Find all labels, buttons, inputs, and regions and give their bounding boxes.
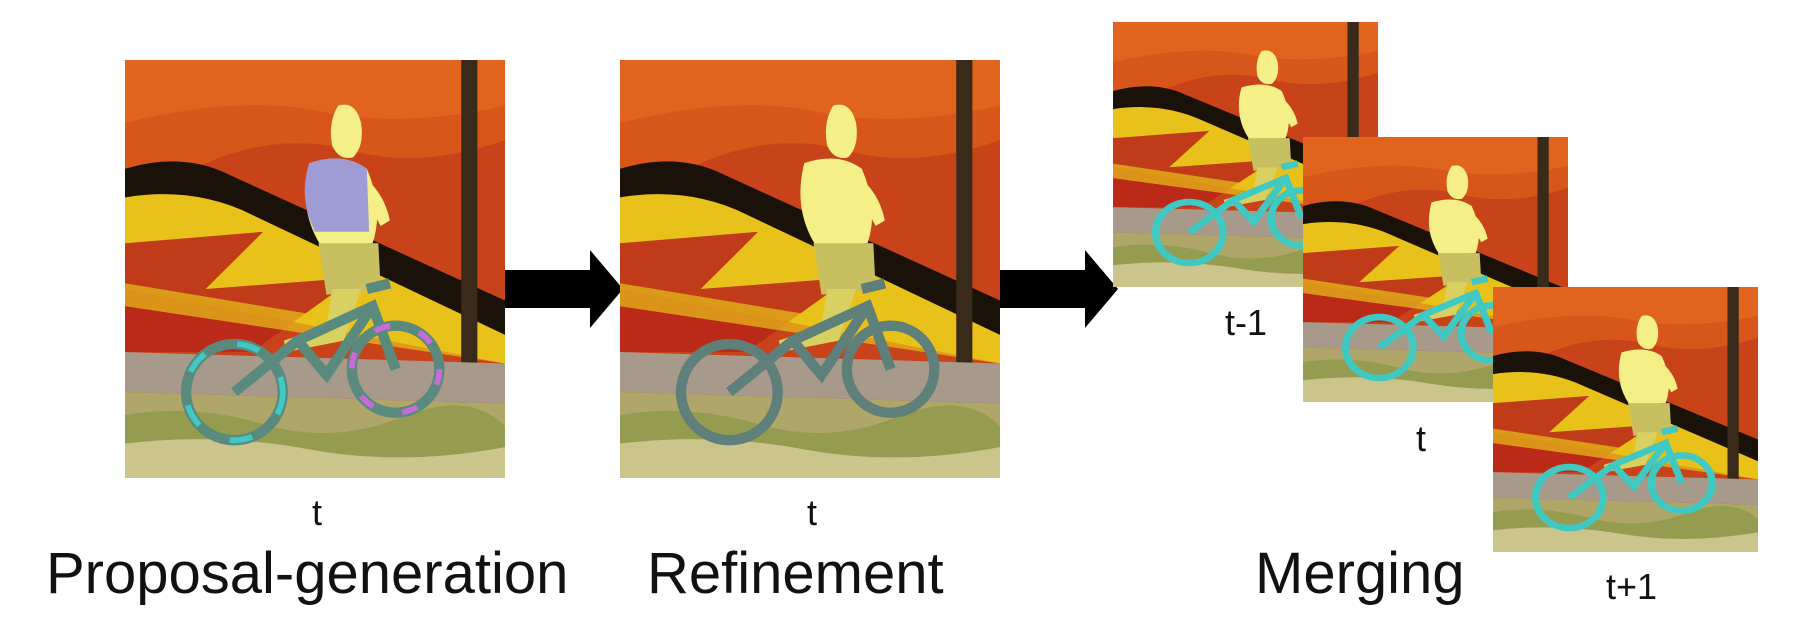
proposal-generation-image <box>125 60 505 478</box>
right-arrow-icon <box>505 250 623 328</box>
merging-title: Merging <box>1255 541 1465 606</box>
refinement-image <box>620 60 1000 478</box>
proposal-time-label: t <box>312 492 323 533</box>
merging-time-label-t-plus-1: t+1 <box>1606 566 1658 607</box>
merging-frame-t-plus-1 <box>1493 287 1758 552</box>
right-arrow-icon <box>1000 250 1118 328</box>
refinement-time-label: t <box>807 492 818 533</box>
merging-time-label-t: t <box>1416 418 1427 459</box>
proposal-generation-title: Proposal-generation <box>46 541 569 606</box>
refinement-title: Refinement <box>647 541 944 606</box>
merging-time-label-t-minus-1: t-1 <box>1225 302 1268 343</box>
